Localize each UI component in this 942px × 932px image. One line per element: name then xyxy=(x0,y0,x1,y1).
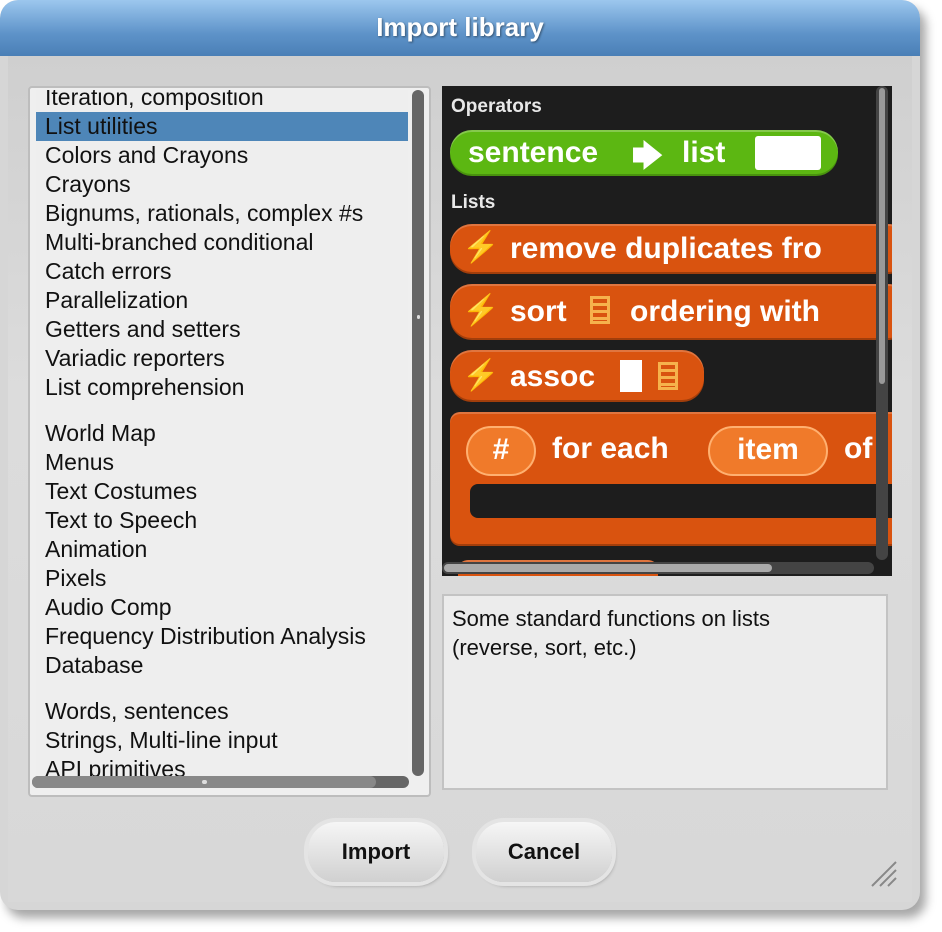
library-list-item[interactable]: List utilities xyxy=(36,112,408,141)
list-icon xyxy=(590,296,610,324)
lightning-icon: ⚡ xyxy=(462,359,500,392)
scroll-thumb[interactable] xyxy=(417,315,420,319)
library-list-item[interactable]: Animation xyxy=(45,536,148,562)
library-list-item[interactable]: Getters and setters xyxy=(45,316,241,342)
resize-handle-icon[interactable] xyxy=(868,858,898,888)
right-arrow-icon: 🡆 xyxy=(632,140,663,173)
library-list-item[interactable]: Crayons xyxy=(45,171,131,197)
library-list-vertical-scrollbar[interactable] xyxy=(412,90,424,776)
input-slot xyxy=(620,360,642,392)
block-text: sort xyxy=(510,295,567,328)
for-each-block: # for each item of xyxy=(450,412,892,546)
block-text: assoc xyxy=(510,360,596,393)
library-list-item[interactable]: Multi-branched conditional xyxy=(45,229,314,255)
library-list-item[interactable]: Strings, Multi-line input xyxy=(45,727,278,753)
block-text: of xyxy=(844,432,873,465)
category-lists-label: Lists xyxy=(451,192,496,213)
list-icon xyxy=(658,362,678,390)
library-preview: Operators sentence 🡆 list Lists ⚡ remove… xyxy=(442,86,892,576)
sort-ordering-block: ⚡ sort ordering with xyxy=(450,284,892,340)
item-variable: item xyxy=(708,426,828,476)
input-slot xyxy=(755,136,821,170)
library-list-item[interactable]: Catch errors xyxy=(45,258,172,284)
library-list-item[interactable]: Bignums, rationals, complex #s xyxy=(45,200,364,226)
library-list-item[interactable]: Words, sentences xyxy=(45,698,229,724)
c-slot xyxy=(470,484,892,518)
library-list-horizontal-scrollbar[interactable] xyxy=(32,776,409,788)
library-list-item[interactable]: Colors and Crayons xyxy=(45,142,249,168)
library-list-item[interactable]: Iteration, composition xyxy=(45,90,264,110)
library-list-item[interactable]: Text to Speech xyxy=(45,507,198,533)
library-list-item[interactable]: Parallelization xyxy=(45,287,189,313)
lightning-icon: ⚡ xyxy=(462,294,500,327)
sentence-to-list-block: sentence 🡆 list xyxy=(450,130,838,176)
lightning-icon: ⚡ xyxy=(462,231,500,264)
library-list-item[interactable]: Pixels xyxy=(45,565,107,591)
block-text: ordering with xyxy=(630,295,820,328)
library-list-item[interactable]: Text Costumes xyxy=(45,478,198,504)
library-list-item[interactable]: Variadic reporters xyxy=(45,345,225,371)
title-bar[interactable]: Import library xyxy=(0,0,920,56)
block-text: for each xyxy=(552,432,669,465)
scroll-thumb[interactable] xyxy=(879,88,885,384)
scroll-thumb[interactable] xyxy=(444,564,772,572)
library-description: Some standard functions on lists (revers… xyxy=(442,594,888,790)
import-button[interactable]: Import xyxy=(308,822,444,882)
description-line: (reverse, sort, etc.) xyxy=(452,635,637,660)
library-list-item[interactable]: API primitives xyxy=(45,756,186,776)
dialog-title: Import library xyxy=(376,12,544,42)
assoc-block: ⚡ assoc xyxy=(450,350,704,402)
cancel-button[interactable]: Cancel xyxy=(476,822,612,882)
block-text: list xyxy=(682,136,726,169)
library-list-item[interactable]: Audio Comp xyxy=(45,594,172,620)
remove-duplicates-block: ⚡ remove duplicates fro xyxy=(450,224,892,274)
block-text: remove duplicates fro xyxy=(510,232,822,265)
library-list-item[interactable]: World Map xyxy=(45,420,156,446)
preview-vertical-scrollbar[interactable] xyxy=(876,86,888,560)
preview-horizontal-scrollbar[interactable] xyxy=(442,562,874,574)
description-line: Some standard functions on lists xyxy=(452,606,770,631)
library-list-item[interactable]: Frequency Distribution Analysis xyxy=(45,623,366,649)
library-list-item[interactable]: Menus xyxy=(45,449,115,475)
category-operators-label: Operators xyxy=(451,96,542,117)
block-text: sentence xyxy=(468,136,599,169)
library-list-item[interactable]: Database xyxy=(45,652,144,678)
hash-variable: # xyxy=(466,426,536,476)
library-list-item[interactable]: List comprehension xyxy=(45,374,245,400)
